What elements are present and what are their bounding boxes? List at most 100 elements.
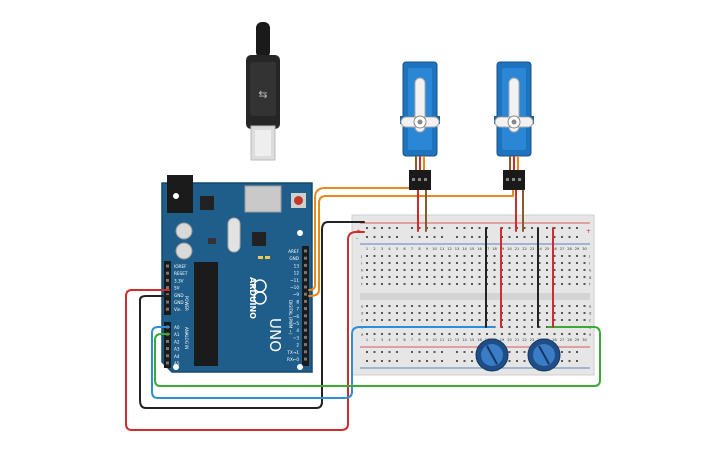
breadboard-hole[interactable] [523, 276, 526, 278]
breadboard-hole[interactable] [523, 283, 526, 285]
breadboard-hole[interactable] [531, 255, 533, 257]
breadboard-hole[interactable] [411, 262, 413, 264]
breadboard-hole[interactable] [471, 283, 473, 285]
header-pin[interactable] [304, 328, 307, 332]
breadboard-hole[interactable] [448, 319, 451, 321]
breadboard-hole[interactable] [516, 269, 518, 271]
breadboard-hole[interactable] [538, 255, 541, 257]
rail-hole[interactable] [568, 360, 571, 362]
breadboard-hole[interactable] [418, 312, 421, 314]
breadboard-hole[interactable] [456, 305, 458, 307]
breadboard-hole[interactable] [433, 262, 436, 264]
breadboard-hole[interactable] [531, 269, 533, 271]
rail-hole[interactable] [576, 360, 578, 362]
breadboard-hole[interactable] [561, 333, 563, 335]
breadboard-hole[interactable] [478, 255, 481, 257]
breadboard-hole[interactable] [553, 255, 556, 257]
breadboard-hole[interactable] [553, 283, 556, 285]
servo-horn[interactable] [494, 77, 534, 133]
rail-hole[interactable] [411, 227, 413, 229]
rail-hole[interactable] [381, 351, 383, 353]
rail-hole[interactable] [381, 360, 383, 362]
potentiometer-1[interactable] [475, 338, 509, 372]
rail-hole[interactable] [441, 227, 443, 229]
breadboard-hole[interactable] [433, 276, 436, 278]
rail-hole[interactable] [433, 351, 436, 353]
rail-hole[interactable] [456, 351, 458, 353]
rail-hole[interactable] [373, 360, 376, 362]
rail-hole[interactable] [433, 236, 436, 238]
breadboard-hole[interactable] [426, 276, 428, 278]
breadboard-hole[interactable] [538, 326, 541, 328]
breadboard-hole[interactable] [568, 255, 571, 257]
header-pin[interactable] [304, 292, 307, 296]
breadboard-hole[interactable] [523, 269, 526, 271]
breadboard-hole[interactable] [516, 276, 518, 278]
breadboard-hole[interactable] [366, 312, 368, 314]
breadboard-hole[interactable] [583, 312, 586, 314]
servo-1[interactable] [400, 61, 440, 190]
breadboard-hole[interactable] [568, 262, 571, 264]
breadboard-hole[interactable] [478, 262, 481, 264]
header-pin[interactable] [166, 278, 169, 282]
breadboard-hole[interactable] [508, 276, 511, 278]
breadboard-hole[interactable] [426, 312, 428, 314]
breadboard-hole[interactable] [373, 305, 376, 307]
rail-hole[interactable] [576, 351, 578, 353]
breadboard-hole[interactable] [456, 255, 458, 257]
breadboard-hole[interactable] [456, 333, 458, 335]
breadboard-hole[interactable] [388, 333, 391, 335]
breadboard-hole[interactable] [478, 269, 481, 271]
breadboard-hole[interactable] [561, 262, 563, 264]
breadboard-hole[interactable] [576, 269, 578, 271]
rail-hole[interactable] [508, 360, 511, 362]
header-pin[interactable] [304, 256, 307, 260]
breadboard-hole[interactable] [448, 283, 451, 285]
analog-header[interactable] [164, 322, 171, 368]
breadboard-hole[interactable] [568, 333, 571, 335]
rail-hole[interactable] [373, 236, 376, 238]
breadboard-hole[interactable] [396, 283, 398, 285]
breadboard-hole[interactable] [538, 269, 541, 271]
rail-hole[interactable] [516, 360, 518, 362]
breadboard-hole[interactable] [561, 255, 563, 257]
breadboard-hole[interactable] [456, 312, 458, 314]
breadboard-hole[interactable] [381, 312, 383, 314]
breadboard-hole[interactable] [411, 312, 413, 314]
breadboard-hole[interactable] [568, 283, 571, 285]
breadboard-hole[interactable] [388, 269, 391, 271]
rail-hole[interactable] [463, 236, 466, 238]
header-pin[interactable] [304, 249, 307, 253]
breadboard-hole[interactable] [576, 255, 578, 257]
breadboard-hole[interactable] [546, 305, 548, 307]
breadboard-hole[interactable] [516, 283, 518, 285]
breadboard-hole[interactable] [411, 305, 413, 307]
breadboard-hole[interactable] [441, 283, 443, 285]
breadboard-hole[interactable] [508, 283, 511, 285]
breadboard-hole[interactable] [373, 262, 376, 264]
breadboard-hole[interactable] [576, 283, 578, 285]
breadboard-hole[interactable] [366, 305, 368, 307]
header-pin[interactable] [304, 299, 307, 303]
breadboard-hole[interactable] [463, 255, 466, 257]
rail-hole[interactable] [463, 360, 466, 362]
rail-hole[interactable] [441, 360, 443, 362]
rail-hole[interactable] [396, 360, 398, 362]
breadboard-hole[interactable] [583, 262, 586, 264]
breadboard-hole[interactable] [471, 312, 473, 314]
breadboard-hole[interactable] [516, 312, 518, 314]
breadboard-hole[interactable] [456, 269, 458, 271]
breadboard-hole[interactable] [418, 319, 421, 321]
breadboard-hole[interactable] [441, 262, 443, 264]
breadboard-hole[interactable] [508, 326, 511, 328]
breadboard-hole[interactable] [523, 319, 526, 321]
breadboard-hole[interactable] [463, 333, 466, 335]
rail-hole[interactable] [561, 360, 563, 362]
breadboard-hole[interactable] [576, 333, 578, 335]
rail-hole[interactable] [366, 227, 368, 229]
rail-hole[interactable] [576, 227, 578, 229]
breadboard-hole[interactable] [546, 276, 548, 278]
rail-hole[interactable] [553, 227, 556, 229]
potentiometer-2[interactable] [527, 338, 561, 372]
breadboard-hole[interactable] [568, 276, 571, 278]
